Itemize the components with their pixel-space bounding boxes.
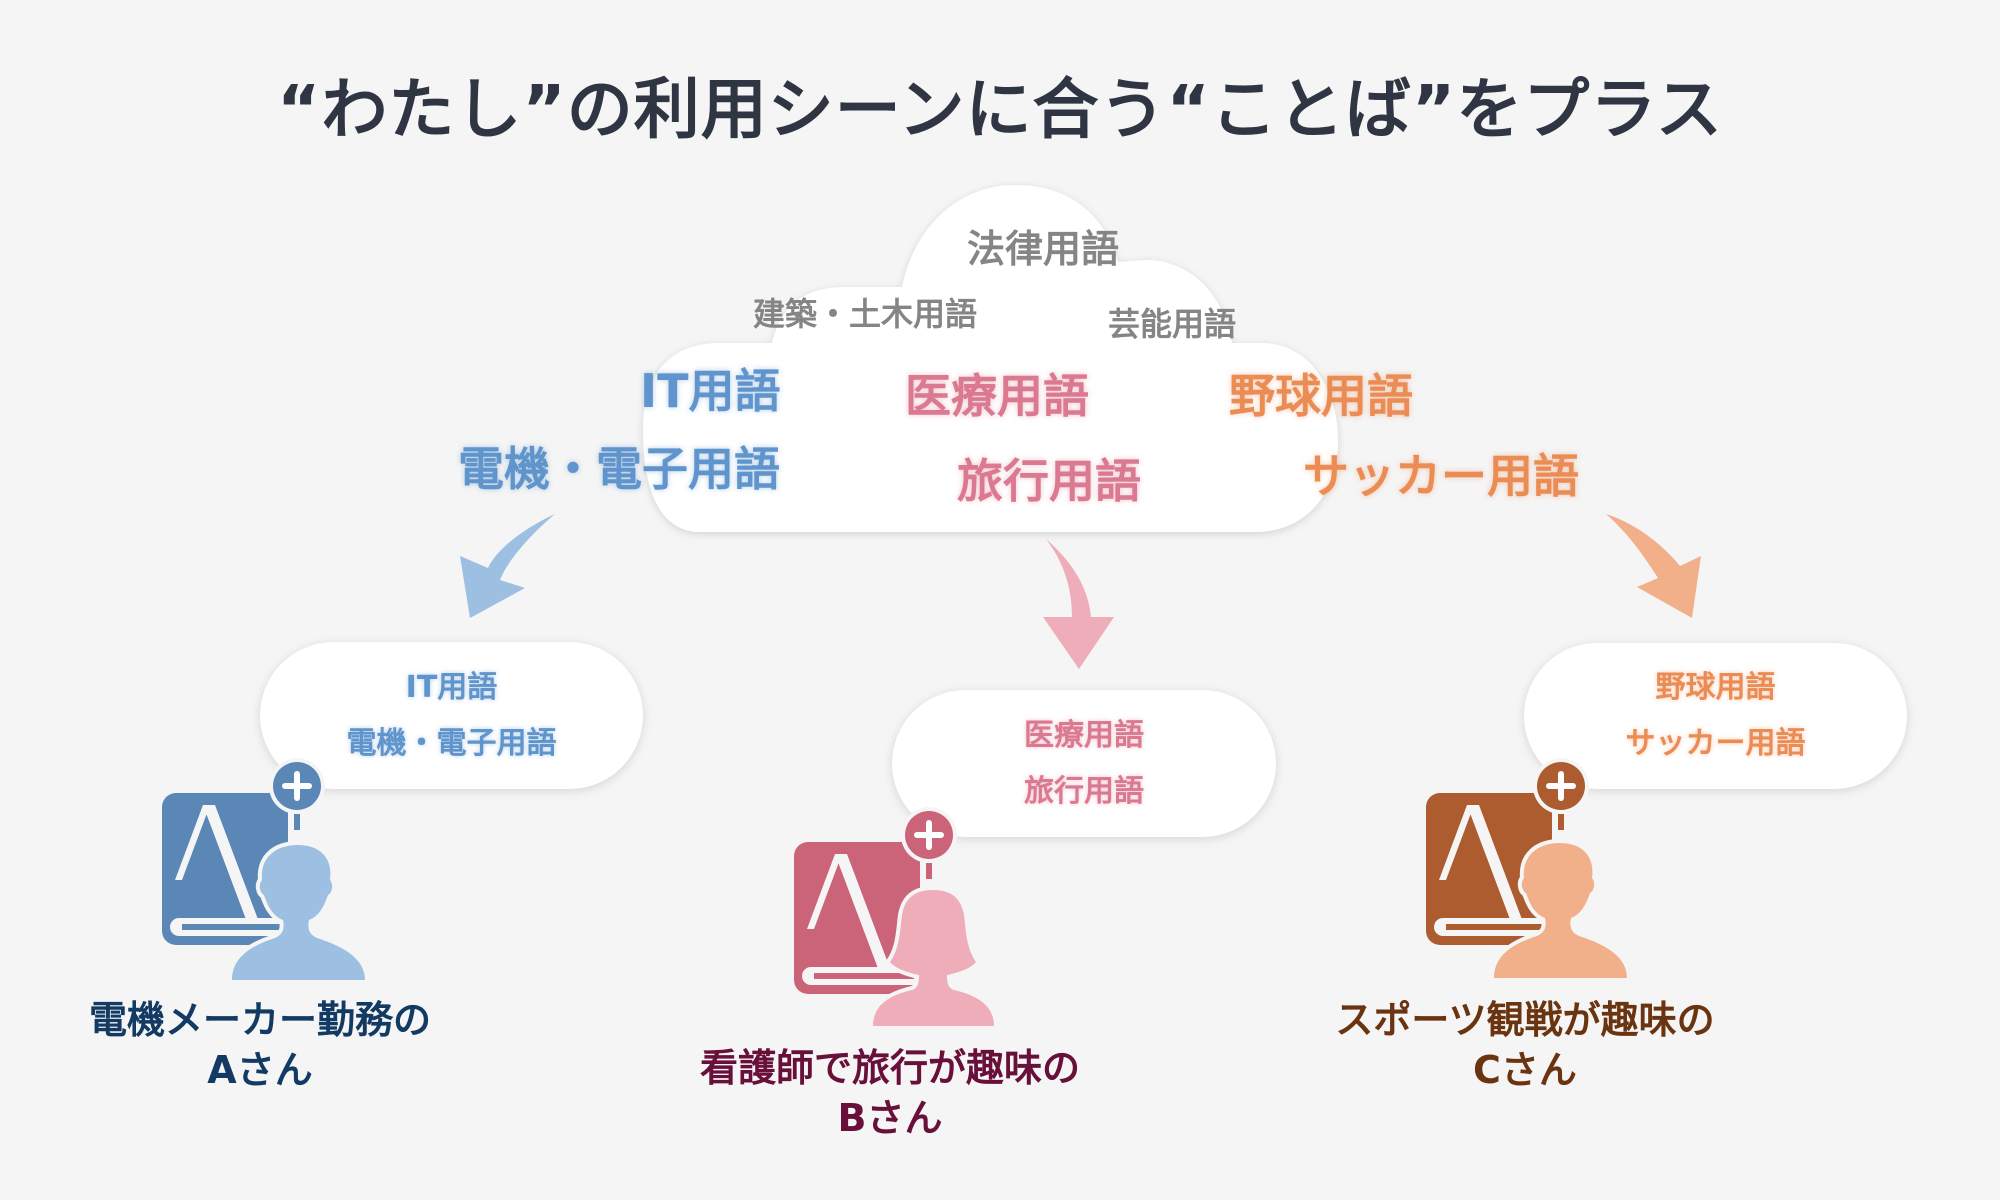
user-b-label-line2: Bさん	[837, 1096, 943, 1140]
user-c-term: 野球用語	[1655, 670, 1776, 705]
cloud-term-it: IT用語	[640, 364, 781, 418]
dictionary-book-icon	[162, 793, 290, 945]
cloud-term-soccer: サッカー用語	[1303, 449, 1579, 503]
person-silhouette-icon	[227, 840, 370, 984]
user-c-icon-group	[1426, 758, 1632, 982]
arrow-blue-icon	[460, 514, 555, 618]
arrow-orange-icon	[1606, 514, 1701, 618]
user-a-term: IT用語	[405, 669, 498, 705]
person-silhouette-icon	[1489, 838, 1632, 982]
dictionary-book-icon	[1426, 793, 1554, 945]
user-b-label: 看護師で旅行が趣味の Bさん	[670, 1043, 1110, 1143]
user-b-label-line1: 看護師で旅行が趣味の	[699, 1046, 1080, 1090]
person-silhouette-icon	[868, 885, 999, 1030]
cloud-shape	[643, 185, 1338, 532]
page-title: “わたし”の利用シーンに合う“ことば”をプラス	[277, 71, 1723, 148]
user-b-terms-bubble: 医療用語 旅行用語	[892, 690, 1276, 837]
user-c-label-line1: スポーツ観戦が趣味の	[1335, 998, 1715, 1042]
user-b-term: 旅行用語	[1024, 773, 1144, 809]
user-a-label-line1: 電機メーカー勤務の	[88, 998, 431, 1042]
user-c-term: サッカー用語	[1625, 726, 1806, 761]
user-a-icon-group	[162, 758, 370, 984]
user-a-label-line2: Aさん	[207, 1048, 313, 1092]
cloud-term-medical: 医療用語	[905, 369, 1089, 423]
user-b-icon-group	[794, 807, 999, 1030]
cloud-term-travel: 旅行用語	[957, 454, 1141, 508]
cloud-term-law: 法律用語	[967, 227, 1120, 271]
user-a-label: 電機メーカー勤務の Aさん	[60, 995, 460, 1095]
user-c-label-line2: Cさん	[1473, 1048, 1577, 1092]
cloud-term-baseball: 野球用語	[1229, 369, 1413, 423]
arrow-pink-icon	[1043, 539, 1114, 669]
user-a-term: 電機・電子用語	[346, 725, 557, 761]
dictionary-book-icon	[794, 842, 922, 994]
cloud-term-entertainment: 芸能用語	[1108, 305, 1237, 343]
user-c-terms-bubble: 野球用語 サッカー用語	[1524, 643, 1907, 789]
cloud-term-electronics: 電機・電子用語	[458, 442, 780, 496]
cloud-term-construction: 建築・土木用語	[753, 295, 978, 333]
user-c-label: スポーツ観戦が趣味の Cさん	[1300, 995, 1750, 1095]
user-a-terms-bubble: IT用語 電機・電子用語	[260, 642, 643, 789]
user-b-term: 医療用語	[1024, 717, 1144, 753]
